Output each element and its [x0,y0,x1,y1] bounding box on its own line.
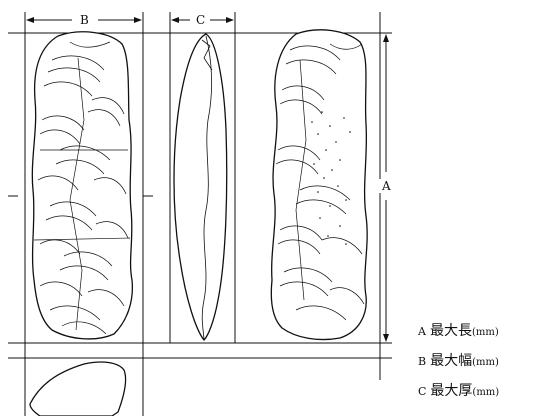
back-face-flake-scars [275,43,365,321]
legend-key-c: C [418,385,427,398]
legend-unit-a: (mm) [471,327,499,338]
dimension-arrows [26,17,389,342]
side-view [173,33,228,341]
back-face-cortex-dots [311,111,351,245]
cross-section [29,361,127,416]
a-arrowhead-bottom [383,334,389,342]
b-arrowhead-right [134,17,142,23]
legend-key-b: B [418,355,427,368]
a-arrowhead-top [383,34,389,42]
dimension-b-label: B [77,13,92,27]
c-arrowhead-left [171,17,179,23]
legend-unit-c: (mm) [472,387,500,398]
dimension-c-label: C [193,13,209,27]
legend-text-b: 最大幅 [430,353,473,369]
side-view-outline [173,33,228,341]
legend-unit-b: (mm) [472,357,499,368]
front-face [31,31,134,340]
back-face [270,29,368,341]
legend-key-a: A [418,325,426,338]
front-face-flake-scars [33,41,131,335]
legend-text-a: 最大長 [429,323,472,339]
b-arrowhead-left [26,17,34,23]
legend-text-c: 最大厚 [430,383,473,399]
back-face-outline [270,29,368,341]
cross-section-outline [29,361,127,416]
reference-lines [8,12,392,416]
front-face-outline [31,31,134,340]
dimension-a-label: A [379,179,394,193]
c-arrowhead-right [226,17,234,23]
side-view-ridge [201,35,213,341]
